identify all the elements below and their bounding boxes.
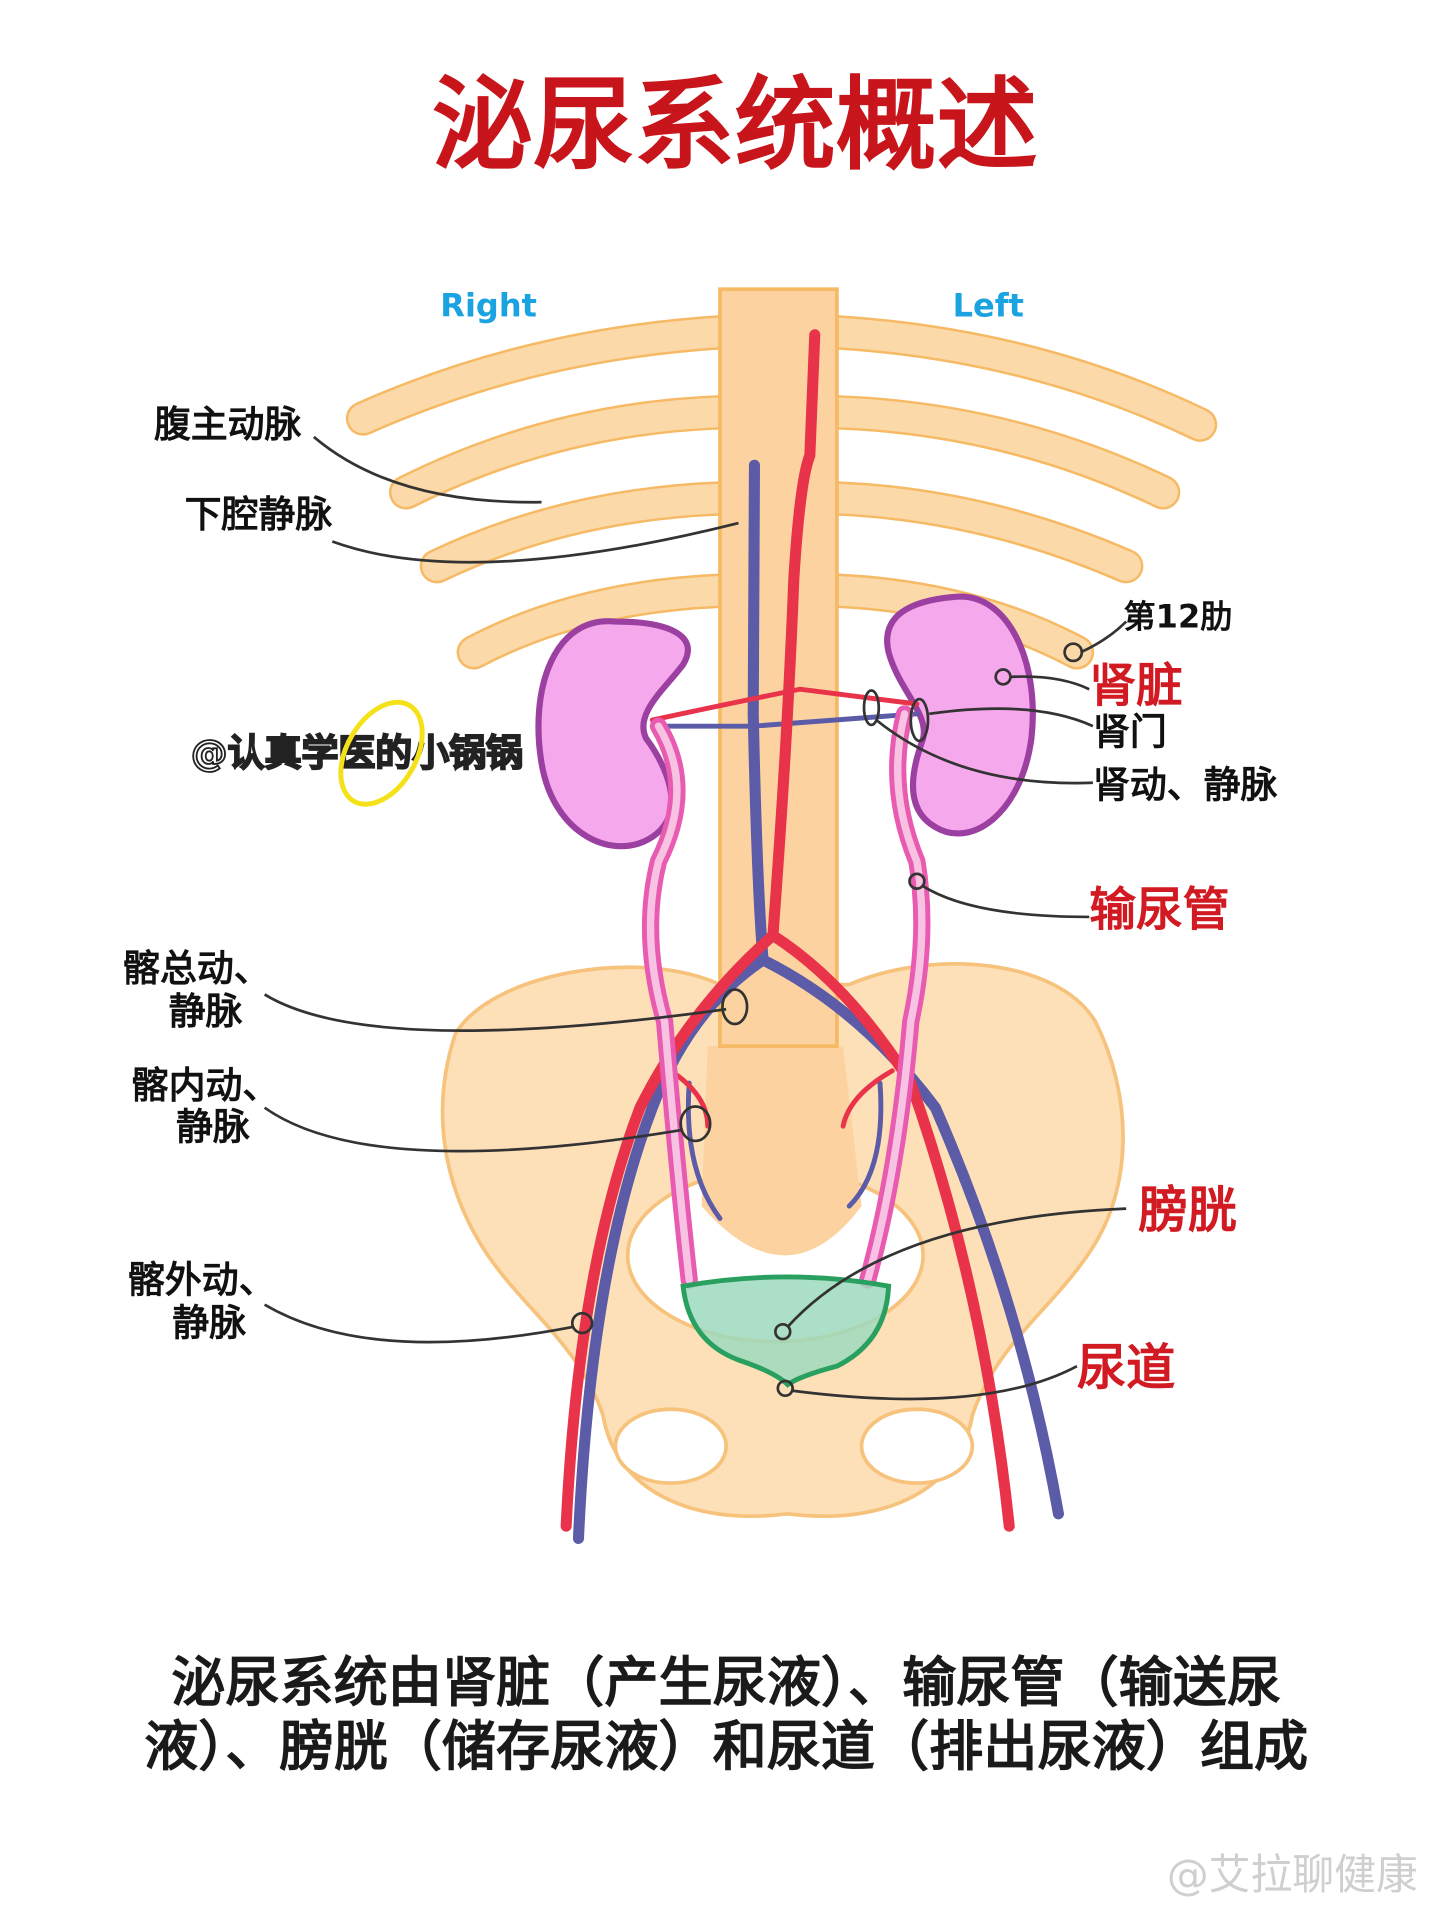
arteries bbox=[560, 329, 1015, 1532]
label-ureter: 输尿管 bbox=[1089, 884, 1229, 938]
bladder bbox=[680, 1274, 892, 1388]
label-ivc: 下腔静脉 bbox=[185, 493, 333, 536]
label-bladder: 膀胱 bbox=[1137, 1181, 1236, 1239]
label-renal-vessels: 肾动、静脉 bbox=[1093, 764, 1278, 807]
label-urethra: 尿道 bbox=[1077, 1339, 1175, 1397]
label-internal-iliac: 髂内动、 bbox=[132, 1064, 280, 1107]
orientation-left: Left bbox=[953, 286, 1024, 324]
ring-decoration bbox=[338, 699, 425, 807]
label-rib12: 第12肋 bbox=[1124, 598, 1233, 636]
caption-line-2: 液）、膀胱（储存尿液）和尿道（排出尿液）组成 bbox=[144, 1715, 1308, 1778]
page-title: 泌尿系统概述 bbox=[432, 66, 1037, 184]
author-watermark: @认真学医的小锅锅 bbox=[191, 732, 523, 775]
label-common-iliac-2: 静脉 bbox=[169, 990, 243, 1033]
label-internal-iliac-2: 静脉 bbox=[176, 1106, 250, 1149]
label-common-iliac: 髂总动、 bbox=[123, 947, 271, 990]
leader-lines bbox=[263, 435, 1128, 1401]
label-external-iliac: 髂外动、 bbox=[128, 1258, 276, 1301]
label-aorta: 腹主动脉 bbox=[154, 403, 302, 446]
orientation-right: Right bbox=[440, 286, 537, 324]
pelvis bbox=[440, 962, 1125, 1519]
source-watermark: @艾拉聊健康 bbox=[1167, 1850, 1418, 1899]
label-kidney: 肾脏 bbox=[1089, 660, 1183, 714]
caption-line-1: 泌尿系统由肾脏（产生尿液）、输尿管（输送尿 bbox=[171, 1651, 1281, 1714]
label-hilum: 肾门 bbox=[1093, 711, 1167, 754]
label-external-iliac-2: 静脉 bbox=[172, 1301, 246, 1344]
